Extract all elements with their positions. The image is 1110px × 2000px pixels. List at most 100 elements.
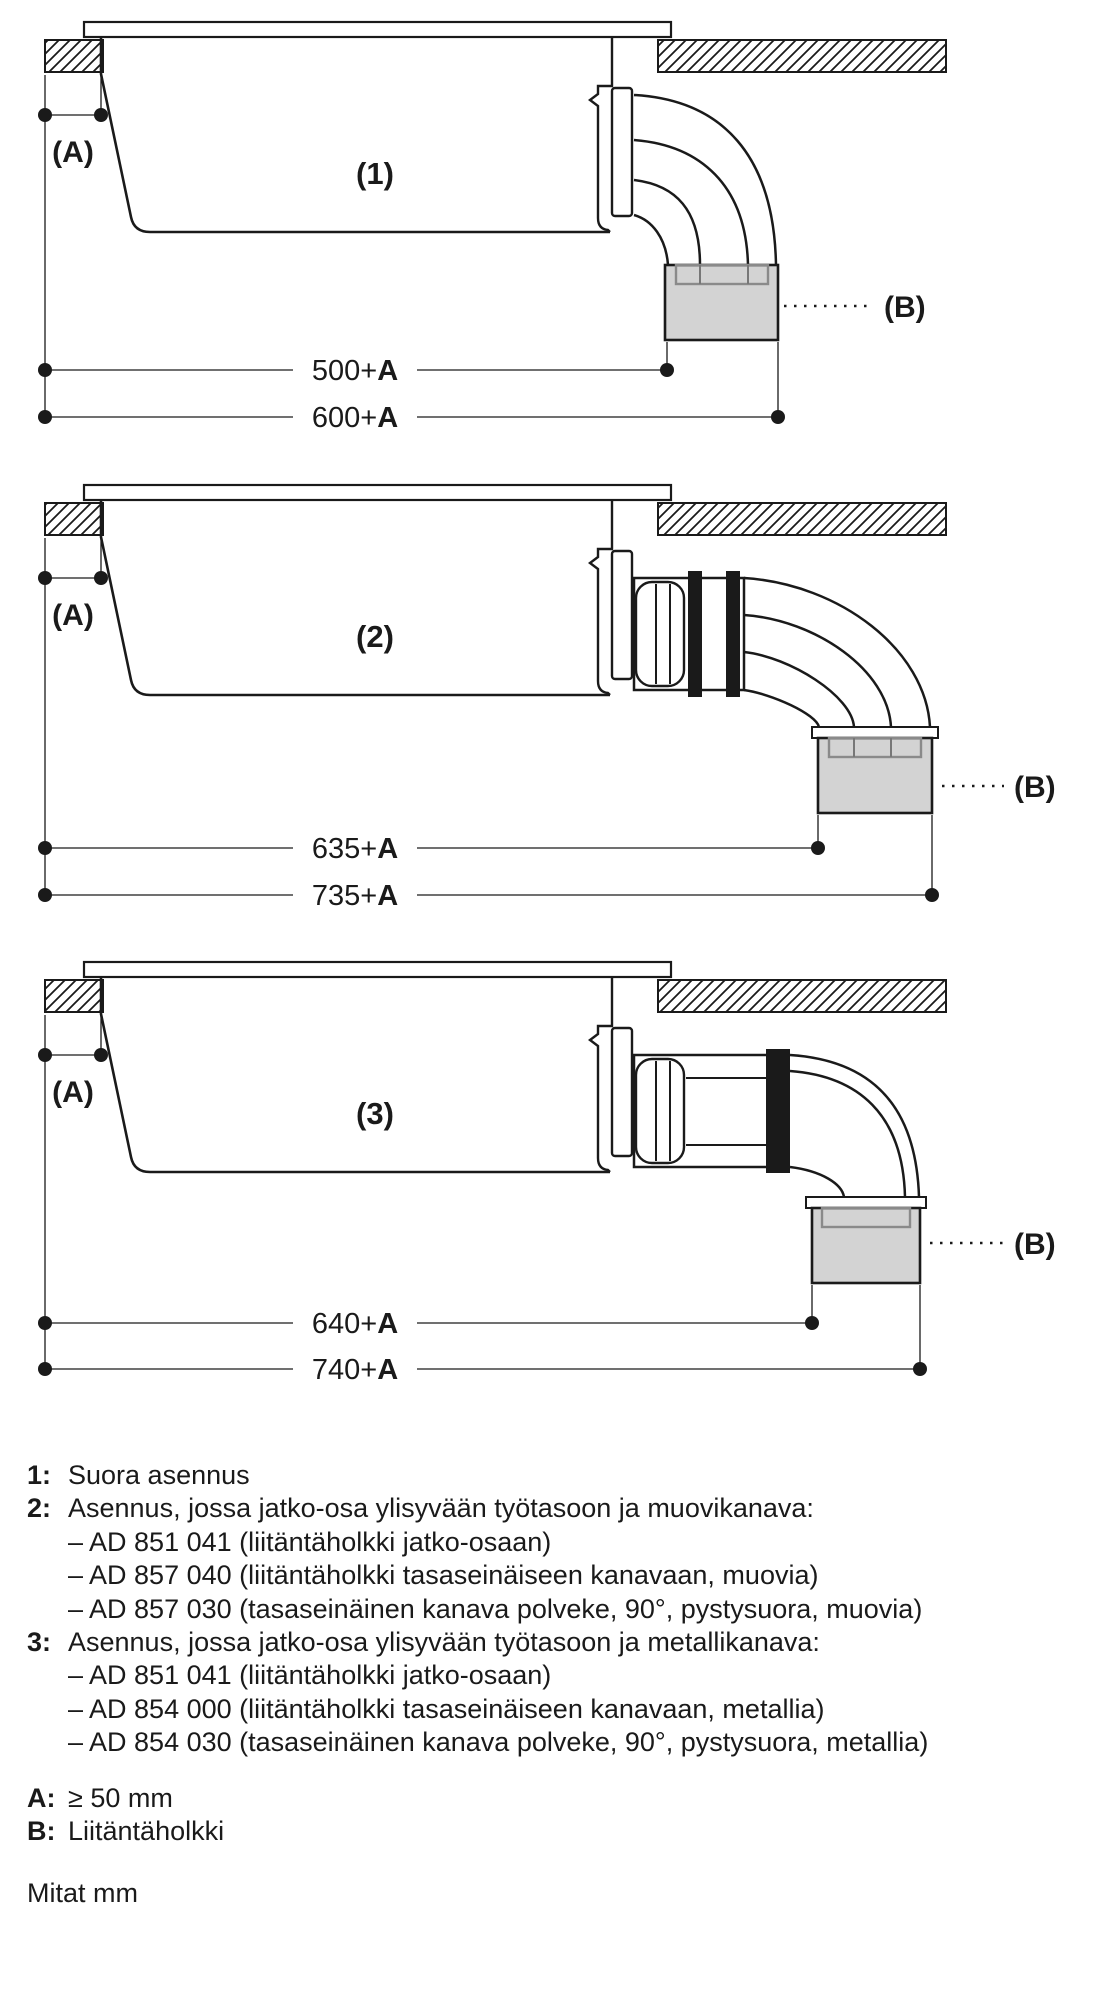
- diagram-number-1: (1): [356, 156, 394, 191]
- dim-dot: [38, 841, 52, 855]
- key-notes: A: ≥ 50 mm B: Liitäntäholkki: [27, 1782, 224, 1847]
- note-a-key: A:: [27, 1783, 56, 1813]
- legend-row: – AD 854 000 (liitäntäholkki tasaseinäis…: [27, 1693, 1087, 1726]
- dim-label-635A: 635+A: [312, 833, 398, 865]
- legend-row: 2: Asennus, jossa jatko-osa ylisyvään työ…: [27, 1492, 1087, 1525]
- dim-dot: [38, 1316, 52, 1330]
- outlet-flange-2: [610, 549, 634, 681]
- label-a-2: (A): [52, 599, 94, 632]
- legend-row: – AD 851 041 (liitäntäholkki jatko-osaan…: [27, 1659, 1087, 1692]
- note-b-key: B:: [27, 1815, 56, 1846]
- parts-legend: 1:Suora asennus 2: Asennus, jossa jatko-o…: [27, 1459, 1087, 1760]
- dim-dot: [38, 410, 52, 424]
- legend-row: 3: Asennus, jossa jatko-osa ylisyvään työ…: [27, 1626, 1087, 1659]
- diagram-number-2: (2): [356, 619, 394, 654]
- dim-dot: [94, 1048, 108, 1062]
- legend-row: – AD 857 040 (liitäntäholkki tasaseinäis…: [27, 1559, 1087, 1592]
- extension-connector-2: [634, 580, 686, 688]
- note-a-value: ≥ 50 mm: [68, 1783, 173, 1813]
- connector-box-collar-3: [805, 1196, 927, 1209]
- legend-row: 1:Suora asennus: [27, 1459, 1087, 1492]
- dim-dot: [94, 108, 108, 122]
- hob-outlet-bracket-3: [588, 977, 614, 1173]
- wall-section-hatch-2: [44, 502, 104, 536]
- hob-trough-outline-2: [99, 500, 610, 697]
- dim-label-500A: 500+A: [312, 355, 398, 387]
- legend-item-text: – AD 854 000 (liitäntäholkki tasaseinäis…: [68, 1693, 825, 1724]
- diagram-2: (B) (A) (2) 635+A 735+A: [38, 483, 1056, 912]
- wall-section-hatch-1: [44, 39, 104, 73]
- worktop-3: [82, 960, 673, 979]
- connector-detail-lines-2: [655, 584, 671, 684]
- connector-box-band-2: [827, 736, 923, 759]
- duct-elbow-1: [633, 93, 778, 266]
- legend-item-text: – AD 851 041 (liitäntäholkki jatko-osaan…: [68, 1660, 552, 1691]
- counter-section-hatch-3: [657, 979, 947, 1013]
- outlet-flange-1: [610, 86, 634, 218]
- metal-duct-elbow-3: [789, 1053, 921, 1198]
- dim-dot: [811, 841, 825, 855]
- label-a-3: (A): [52, 1076, 94, 1109]
- dimensions-unit-note: Mitat mm: [27, 1878, 138, 1908]
- dim-label-735A: 735+A: [312, 880, 398, 912]
- legend-row: – AD 854 030 (tasaseinäinen kanava polve…: [27, 1726, 1087, 1759]
- hob-outlet-bracket-2: [588, 500, 614, 696]
- connector-detail-lines-3: [655, 1061, 671, 1161]
- connector-box-collar-2: [811, 726, 939, 739]
- duct-elbow-2: [743, 576, 932, 728]
- duct-seal-ring-1: [688, 571, 702, 697]
- dim-label-600A: 600+A: [312, 402, 398, 434]
- inner-duct-walls-3: [686, 1077, 780, 1146]
- dim-dot: [913, 1362, 927, 1376]
- dim-label-bg: [293, 1352, 417, 1384]
- dim-dot: [38, 363, 52, 377]
- note-a: A: ≥ 50 mm: [27, 1782, 224, 1815]
- legend-item-number: 3:: [27, 1627, 52, 1658]
- metal-duct-connector-band-3: [766, 1049, 790, 1173]
- label-b-2: (B): [1014, 771, 1056, 804]
- note-b-value: Liitäntäholkki: [68, 1815, 225, 1846]
- dim-dot: [38, 888, 52, 902]
- diagram-1: (B) (A) (1) 500+A 600+A: [38, 20, 947, 434]
- dim-label-bg: [293, 1306, 417, 1338]
- duct-walls-in-box-1: [699, 265, 749, 284]
- extension-connector-3: [634, 1057, 686, 1165]
- dim-label-bg: [293, 353, 417, 385]
- legend-item-text: – AD 857 030 (tasaseinäinen kanava polve…: [68, 1593, 923, 1624]
- connector-box-band-3: [820, 1206, 912, 1229]
- duct-walls-in-box-2: [853, 738, 892, 757]
- counter-section-hatch-1: [657, 39, 947, 73]
- dim-label-bg: [293, 878, 417, 910]
- legend-row: – AD 857 030 (tasaseinäinen kanava polve…: [27, 1593, 1087, 1626]
- legend-item-text: Asennus, jossa jatko-osa ylisyvään työta…: [68, 1627, 820, 1658]
- dim-dot: [660, 363, 674, 377]
- legend-item-text: – AD 854 030 (tasaseinäinen kanava polve…: [68, 1727, 929, 1758]
- dim-dot: [38, 1048, 52, 1062]
- dim-label-bg: [293, 400, 417, 432]
- legend-row: – AD 851 041 (liitäntäholkki jatko-osaan…: [27, 1526, 1087, 1559]
- dim-dot: [38, 571, 52, 585]
- wall-section-hatch-3: [44, 979, 104, 1013]
- hob-outlet-bracket-1: [588, 37, 614, 233]
- connector-box-2: [816, 736, 934, 815]
- label-b-3: (B): [1014, 1228, 1056, 1261]
- technical-drawing: (B) (A) (1) 500+A 600+A: [38, 20, 1056, 1386]
- worktop-1: [82, 20, 673, 39]
- hob-trough-outline-3: [99, 977, 610, 1174]
- duct-seal-ring-2: [726, 571, 740, 697]
- outlet-flange-3: [610, 1026, 634, 1158]
- dim-dot: [94, 571, 108, 585]
- legend-item-text: – AD 851 041 (liitäntäholkki jatko-osaan…: [68, 1526, 552, 1557]
- label-a-1: (A): [52, 136, 94, 169]
- diagram-3: (B) (A) (3) 640+A 740+A: [38, 960, 1056, 1386]
- dim-dot: [38, 1362, 52, 1376]
- dim-label-740A: 740+A: [312, 1354, 398, 1386]
- legend-item-text: Asennus, jossa jatko-osa ylisyvään työta…: [68, 1493, 814, 1524]
- diagram-number-3: (3): [356, 1096, 394, 1131]
- hob-trough-outline-1: [99, 37, 610, 234]
- legend-item-text: Suora asennus: [68, 1460, 250, 1490]
- dim-dot: [805, 1316, 819, 1330]
- counter-section-hatch-2: [657, 502, 947, 536]
- legend-item-text: – AD 857 040 (liitäntäholkki tasaseinäis…: [68, 1560, 819, 1591]
- legend-item-number: 2:: [27, 1493, 52, 1524]
